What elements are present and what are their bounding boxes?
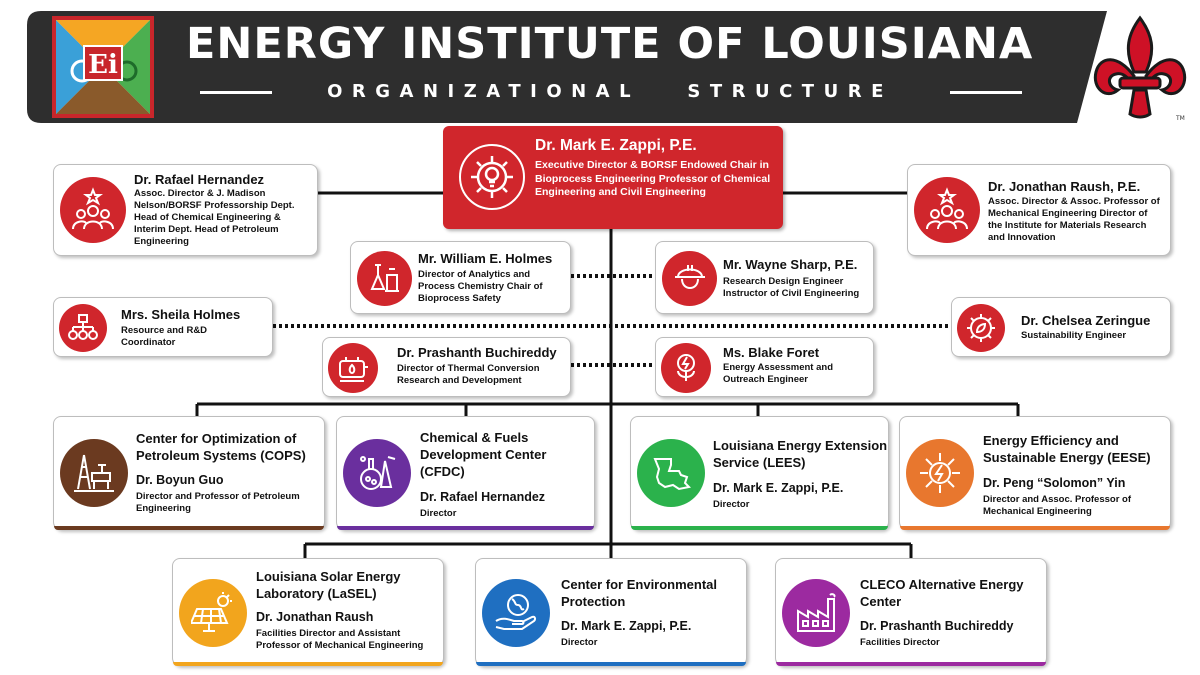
- center-card-eese: Energy Efficiency and Sustainable Energy…: [899, 416, 1171, 530]
- resource-tree-icon: [59, 304, 107, 352]
- svg-text:TM: TM: [1175, 115, 1185, 122]
- staff-card-prashanth-buchireddy: Dr. Prashanth Buchireddy Director of The…: [322, 337, 571, 397]
- center-accent-bar: [631, 526, 888, 530]
- subtitle-rule-left: [200, 91, 272, 94]
- fleur-de-lis-logo: TM: [1090, 14, 1190, 124]
- louisiana-map-icon: [637, 439, 705, 507]
- staff-card-blake-foret: Ms. Blake Foret Energy Assessment and Ou…: [655, 337, 874, 397]
- staff-title: Assoc. Director & Assoc. Professor of Me…: [988, 196, 1160, 243]
- center-name: Center for Optimization of Petroleum Sys…: [136, 431, 306, 463]
- solar-panel-icon: [179, 579, 247, 647]
- center-role: Director and Assoc. Professor of Mechani…: [983, 494, 1131, 517]
- center-role: Director: [561, 637, 598, 648]
- team-star-icon: [60, 177, 126, 243]
- staff-title: Director of Thermal Conversion Research …: [397, 363, 540, 386]
- staff-name: Mr. William E. Holmes: [418, 251, 553, 266]
- center-name: Louisiana Energy Extension Service (LEES…: [713, 438, 888, 470]
- team-star-icon: [914, 177, 980, 243]
- staff-title: Resource and R&D Coordinator: [121, 325, 208, 348]
- center-director: Dr. Prashanth Buchireddy: [860, 619, 1014, 633]
- center-accent-bar: [337, 526, 594, 530]
- executive-title: Executive Director & BORSF Endowed Chair…: [535, 159, 771, 198]
- staff-name: Dr. Rafael Hernandez: [134, 172, 265, 187]
- staff-card-william-holmes: Mr. William E. Holmes Director of Analyt…: [350, 241, 571, 314]
- center-director: Dr. Peng “Solomon” Yin: [983, 476, 1126, 490]
- energy-circuit-icon: [906, 439, 974, 507]
- boiler-flame-icon: [328, 343, 378, 393]
- center-card-environmental-protection: Center for Environmental Protection Dr. …: [475, 558, 747, 666]
- center-accent-bar: [476, 662, 746, 666]
- center-director: Dr. Boyun Guo: [136, 473, 224, 487]
- center-director: Dr. Mark E. Zappi, P.E.: [713, 481, 844, 495]
- executive-director-box: Dr. Mark E. Zappi, P.E. Executive Direct…: [443, 126, 783, 229]
- hard-hat-icon: [662, 251, 717, 306]
- header-banner: [27, 11, 1107, 123]
- center-role: Director and Professor of Petroleum Engi…: [136, 491, 300, 514]
- center-role: Director: [713, 499, 750, 510]
- center-card-cleco: CLECO Alternative Energy Center Dr. Pras…: [775, 558, 1047, 666]
- earth-hand-icon: [482, 579, 550, 647]
- center-role: Facilities Director and Assistant Profes…: [256, 628, 424, 651]
- institute-logo: Ei: [52, 16, 154, 118]
- center-name: Energy Efficiency and Sustainable Energy…: [983, 433, 1151, 465]
- center-accent-bar: [173, 662, 443, 666]
- staff-title: Director of Analytics and Process Chemis…: [418, 269, 543, 304]
- subtitle-text: ORGANIZATIONAL STRUCTURE: [327, 81, 893, 102]
- chemistry-flask-icon: [343, 439, 411, 507]
- logo-text: Ei: [88, 50, 118, 80]
- energy-plant-icon: [661, 343, 711, 393]
- center-director: Dr. Jonathan Raush: [256, 610, 374, 624]
- staff-card-sheila-holmes: Mrs. Sheila Holmes Resource and R&D Coor…: [53, 297, 273, 357]
- factory-icon: [782, 579, 850, 647]
- staff-name: Ms. Blake Foret: [723, 345, 820, 360]
- executive-name: Dr. Mark E. Zappi, P.E.: [535, 137, 697, 154]
- center-name: Chemical & Fuels Development Center (CFD…: [420, 430, 547, 479]
- center-accent-bar: [776, 662, 1046, 666]
- staff-name: Mrs. Sheila Holmes: [121, 307, 241, 322]
- center-name: Louisiana Solar Energy Laboratory (LaSEL…: [256, 569, 401, 601]
- oil-rig-icon: [60, 439, 128, 507]
- staff-name: Mr. Wayne Sharp, P.E.: [723, 257, 858, 272]
- center-card-cfdc: Chemical & Fuels Development Center (CFD…: [336, 416, 595, 530]
- center-director: Dr. Mark E. Zappi, P.E.: [561, 619, 692, 633]
- staff-title: Sustainability Engineer: [1021, 330, 1127, 341]
- center-accent-bar: [54, 526, 324, 530]
- staff-name: Dr. Jonathan Raush, P.E.: [988, 179, 1141, 194]
- staff-card-chelsea-zeringue: Dr. Chelsea Zeringue Sustainability Engi…: [951, 297, 1171, 357]
- center-role: Facilities Director: [860, 637, 940, 648]
- eco-gear-icon: [957, 304, 1005, 352]
- staff-name: Dr. Chelsea Zeringue: [1021, 313, 1151, 328]
- center-director: Dr. Rafael Hernandez: [420, 490, 546, 504]
- center-role: Director: [420, 508, 457, 519]
- center-card-cops: Center for Optimization of Petroleum Sys…: [53, 416, 325, 530]
- staff-title: Energy Assessment and Outreach Engineer: [723, 362, 833, 385]
- center-accent-bar: [900, 526, 1170, 530]
- center-card-lasel: Louisiana Solar Energy Laboratory (LaSEL…: [172, 558, 444, 666]
- lab-flask-icon: [357, 251, 412, 306]
- staff-card-jonathan-raush: Dr. Jonathan Raush, P.E. Assoc. Director…: [907, 164, 1171, 256]
- staff-title: Research Design Engineer Instructor of C…: [723, 276, 860, 299]
- staff-card-rafael-hernandez: Dr. Rafael Hernandez Assoc. Director & J…: [53, 164, 318, 256]
- center-name: CLECO Alternative Energy Center: [860, 577, 1024, 609]
- center-name: Center for Environmental Protection: [561, 577, 718, 609]
- staff-name: Dr. Prashanth Buchireddy: [397, 345, 557, 360]
- staff-card-wayne-sharp: Mr. Wayne Sharp, P.E. Research Design En…: [655, 241, 874, 314]
- page-title: ENERGY INSTITUTE OF LOUISIANA: [186, 19, 1034, 69]
- page-subtitle: ORGANIZATIONAL STRUCTURE: [200, 81, 1022, 103]
- gear-lightbulb-icon: [459, 144, 525, 210]
- staff-title: Assoc. Director & J. Madison Nelson/BORS…: [134, 188, 295, 247]
- center-card-lees: Louisiana Energy Extension Service (LEES…: [630, 416, 889, 530]
- subtitle-rule-right: [950, 91, 1022, 94]
